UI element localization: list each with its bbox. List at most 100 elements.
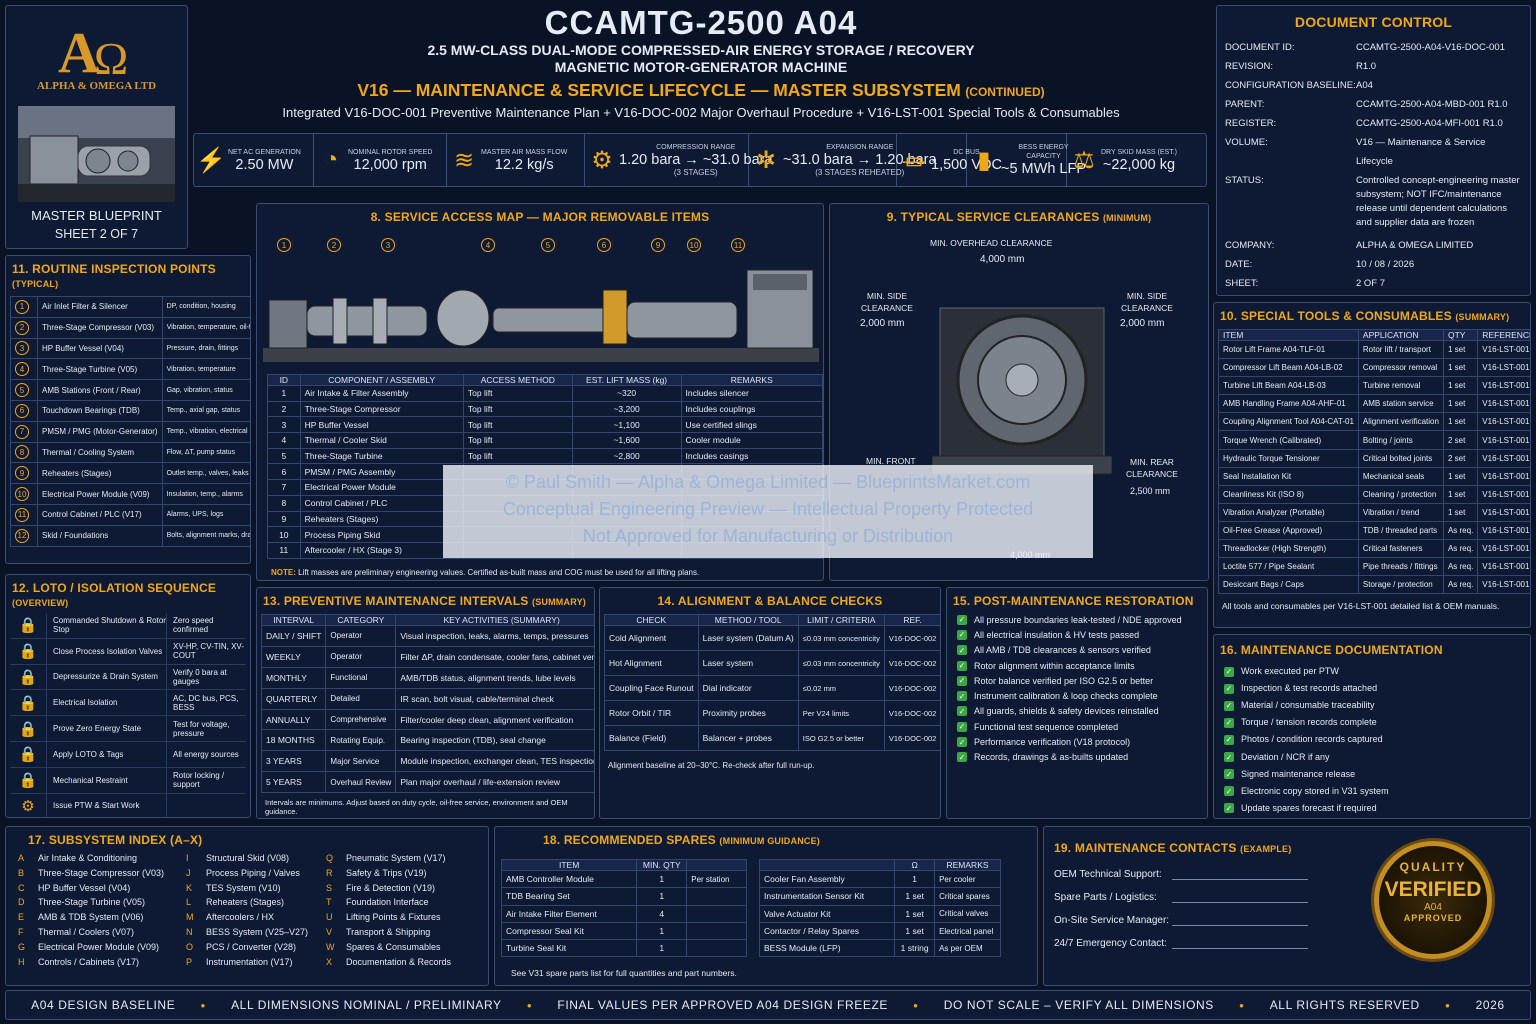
table-cell: 1 set: [1442, 466, 1479, 486]
contact-field[interactable]: [1172, 916, 1308, 926]
table-cell: 4: [636, 904, 688, 923]
table-cell: Coupling Face Runout: [604, 675, 699, 701]
restoration-list: ✓All pressure boundaries leak-tested / N…: [947, 612, 1207, 765]
metric-content: BESS ENERGY CAPACITY~5 MWh LFP: [1001, 143, 1086, 177]
tools-tag: (SUMMARY): [1455, 312, 1510, 322]
contacts-panel: 19. MAINTENANCE CONTACTS (EXAMPLE) OEM T…: [1043, 826, 1531, 986]
inspection-check: Outlet temp., valves, leaks: [161, 462, 250, 485]
table-cell: Functional: [325, 666, 397, 689]
metric-value: 1.20 bara → ~31.0 bara: [619, 152, 773, 168]
table-cell: Loctite 577 / Pipe Sealant: [1218, 557, 1359, 577]
blueprint-label: MASTER BLUEPRINT: [31, 208, 162, 223]
table-cell: Compressor Seal Kit: [500, 921, 638, 941]
lock-icon: 🔒: [18, 668, 38, 686]
note-label: NOTE:: [271, 568, 296, 577]
contact-field[interactable]: [1172, 870, 1308, 880]
metric-icon: ≋: [453, 146, 475, 174]
metric-sub: (3 STAGES): [673, 168, 718, 177]
table-cell: As req.: [1442, 539, 1479, 559]
contact-field[interactable]: [1172, 939, 1308, 949]
check-icon: ✓: [957, 614, 967, 625]
inspection-check: Insulation, temp., alarms: [161, 483, 250, 505]
spares-note: See V31 spare parts list for full quanti…: [511, 968, 737, 978]
checklist-item: ✓Instrument calibration & loop checks co…: [951, 688, 1207, 703]
column-header: REMARKS: [680, 374, 823, 386]
brand-name: ALPHA & OMEGA LTD: [36, 80, 157, 92]
table-cell: ≤0.03 mm concentricity: [797, 625, 885, 651]
index-name: Fire & Detection (V19): [346, 882, 436, 893]
index-name: Electrical Power Module (V09): [38, 941, 160, 952]
checklist-item: ✓Work executed per PTW: [1218, 663, 1530, 680]
checklist-text: All guards, shields & safety devices rei…: [974, 706, 1159, 717]
pm-tag: (SUMMARY): [532, 597, 586, 607]
table-cell: V16-LST-001: [1477, 539, 1530, 559]
loto-action: Close Process Isolation Valves: [46, 638, 166, 664]
doc-key: REVISION:: [1225, 61, 1274, 72]
index-name: Reheaters (Stages): [206, 897, 285, 908]
index-letter: N: [186, 926, 193, 937]
alpha-omega-logo: A Ω: [58, 20, 128, 85]
metric-icon: ◔: [323, 146, 339, 173]
table-cell: 6: [267, 463, 301, 481]
checklist-text: Rotor balance verified per ISO G2.5 or b…: [974, 675, 1154, 686]
table-cell: AMB station service: [1357, 394, 1444, 414]
index-name: Spares & Consumables: [346, 941, 441, 952]
callout-3: 3: [381, 238, 395, 252]
lock-icon: ⚙: [21, 797, 35, 815]
spares-panel: 18. RECOMMENDED SPARES (MINIMUM GUIDANCE…: [494, 826, 1038, 986]
index-name: Pneumatic System (V17): [346, 853, 446, 863]
table-cell: Includes couplings: [680, 400, 823, 418]
index-letter: R: [326, 867, 333, 878]
table-cell: IR scan, bolt visual, cable/terminal che…: [395, 687, 594, 710]
checklist-text: Instrument calibration & loop checks com…: [974, 691, 1158, 702]
loto-action: Depressurize & Drain System: [46, 664, 166, 690]
table-cell: 1: [267, 385, 301, 402]
inspection-check: Vibration, temperature, oil-free: [161, 316, 250, 339]
table-cell: Module inspection, exchanger clean, TES …: [395, 750, 594, 773]
table-cell: 5: [267, 447, 301, 465]
checklist-text: Material / consumable traceability: [1241, 700, 1375, 711]
table-cell: 8: [267, 494, 301, 512]
metric-value: ~22,000 kg: [1102, 156, 1176, 173]
callout-2: 2: [327, 238, 341, 252]
column-header: Ω: [894, 859, 936, 871]
table-cell: Bearing inspection (TDB), seal change: [395, 729, 594, 752]
checklist-text: Electronic copy stored in V31 system: [1241, 785, 1389, 796]
inspection-check: Bolts, alignment marks, drains: [161, 524, 250, 547]
checklist-text: Signed maintenance release: [1241, 768, 1356, 779]
inspection-item: HP Buffer Vessel (V04): [37, 337, 163, 360]
doc-key: REGISTER:: [1225, 118, 1277, 129]
index-name: Instrumentation (V17): [206, 956, 293, 967]
check-icon: ✓: [1224, 683, 1234, 694]
table-cell: ISO G2.5 or better: [797, 725, 885, 751]
metric-label: NOMINAL ROTOR SPEED: [348, 148, 433, 156]
loto-verification: Zero speed confirmed: [166, 613, 246, 638]
callout-1: 1: [277, 238, 291, 252]
number-badge: 2: [15, 320, 29, 335]
index-letter: O: [186, 941, 194, 952]
index-name: Thermal / Coolers (V07): [38, 926, 135, 937]
index-name: Process Piping / Valves: [206, 867, 300, 878]
table-cell: Alignment verification: [1357, 412, 1444, 432]
checklist-item: ✓All AMB / TDB clearances & sensors veri…: [951, 643, 1207, 658]
table-cell: 18 MONTHS: [260, 729, 327, 752]
index-letter: C: [18, 882, 25, 893]
table-cell: 2 set: [1442, 430, 1479, 450]
doc-row: PARENT:CCAMTG-2500-A04-MBD-001 R1.0: [1225, 95, 1522, 114]
table-cell: ~320: [571, 385, 682, 402]
checklist-item: ✓Rotor balance verified per ISO G2.5 or …: [951, 673, 1207, 688]
inspection-item: Reheaters (Stages): [37, 462, 163, 485]
contact-field[interactable]: [1172, 893, 1308, 903]
